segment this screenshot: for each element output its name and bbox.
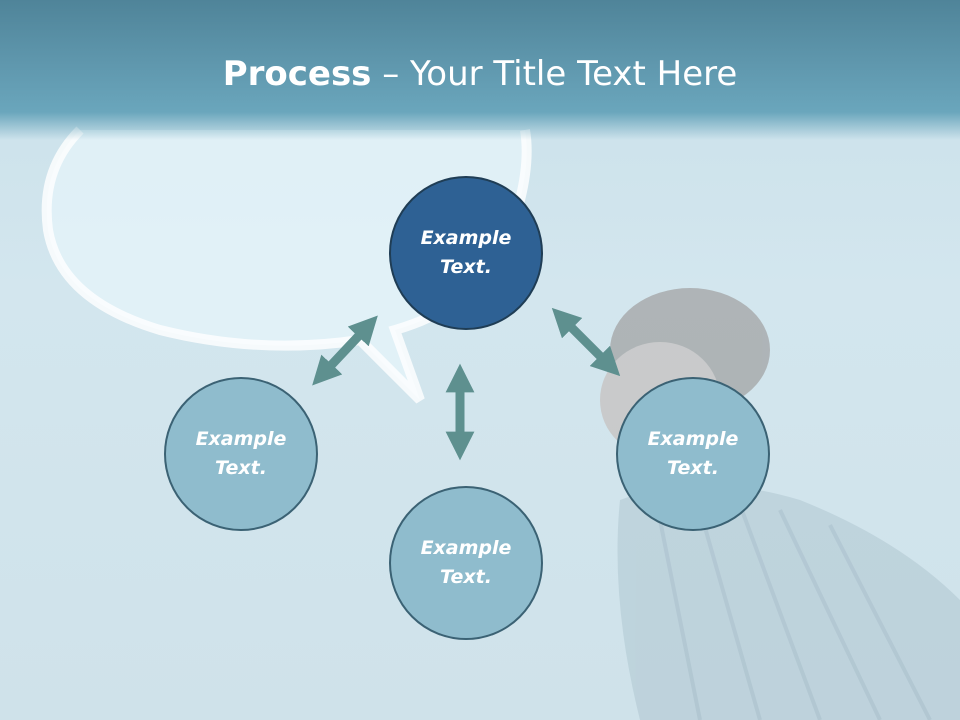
- arrow-center-left: [312, 315, 378, 386]
- center-node: Example Text.: [389, 176, 543, 330]
- title-rest: – Your Title Text Here: [371, 54, 738, 94]
- bottom-node-line1: Example: [420, 537, 512, 559]
- left-node-line2: Text.: [215, 457, 267, 479]
- right-node-line1: Example: [647, 428, 739, 450]
- title-bold: Process: [222, 54, 372, 94]
- left-node: Example Text.: [164, 377, 318, 531]
- center-node-line2: Text.: [440, 256, 492, 278]
- left-node-line1: Example: [195, 428, 287, 450]
- right-node-line2: Text.: [667, 457, 719, 479]
- right-node: Example Text.: [616, 377, 770, 531]
- title-bar: [0, 0, 960, 140]
- bottom-node: Example Text.: [389, 486, 543, 640]
- bottom-node-line2: Text.: [440, 566, 492, 588]
- arrow-center-right: [551, 307, 621, 377]
- center-node-line1: Example: [420, 227, 512, 249]
- slide-title: Process – Your Title Text Here: [0, 52, 960, 96]
